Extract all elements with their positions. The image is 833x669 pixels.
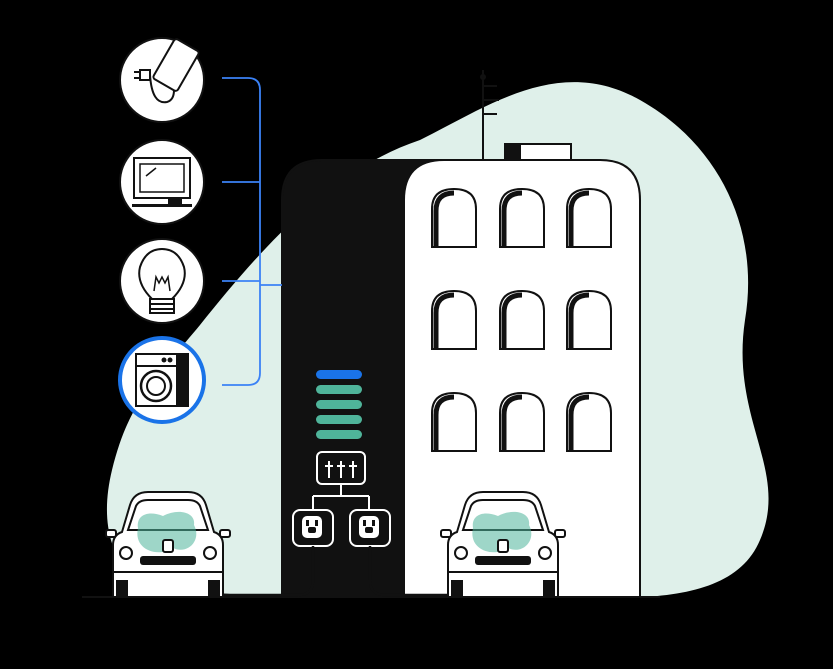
plug-icon <box>119 37 205 123</box>
car-left <box>105 491 231 598</box>
appliance-connector <box>222 77 282 386</box>
battery-indicator <box>316 370 362 439</box>
battery-bar-green <box>316 415 362 424</box>
appliance-list <box>118 37 206 424</box>
roof-box <box>504 143 572 163</box>
building-window <box>499 391 545 452</box>
battery-bar-green <box>316 385 362 394</box>
building-windows <box>431 187 612 452</box>
building-window <box>499 187 545 248</box>
wall-charger-right <box>349 509 391 547</box>
building-window <box>431 391 477 452</box>
distribution-box <box>312 451 370 510</box>
wall-charger-left <box>292 509 334 547</box>
washer-icon <box>118 336 206 424</box>
building-window <box>566 187 612 248</box>
building-window <box>566 391 612 452</box>
battery-bar-green <box>316 400 362 409</box>
building-window <box>431 187 477 248</box>
antenna <box>480 70 499 160</box>
building-window <box>499 289 545 350</box>
tv-icon <box>119 139 205 225</box>
building-window <box>566 289 612 350</box>
battery-bar-blue <box>316 370 362 379</box>
bulb-icon <box>119 238 205 324</box>
battery-bar-green <box>316 430 362 439</box>
building-front <box>403 159 641 598</box>
car-right <box>440 491 566 598</box>
building-window <box>431 289 477 350</box>
